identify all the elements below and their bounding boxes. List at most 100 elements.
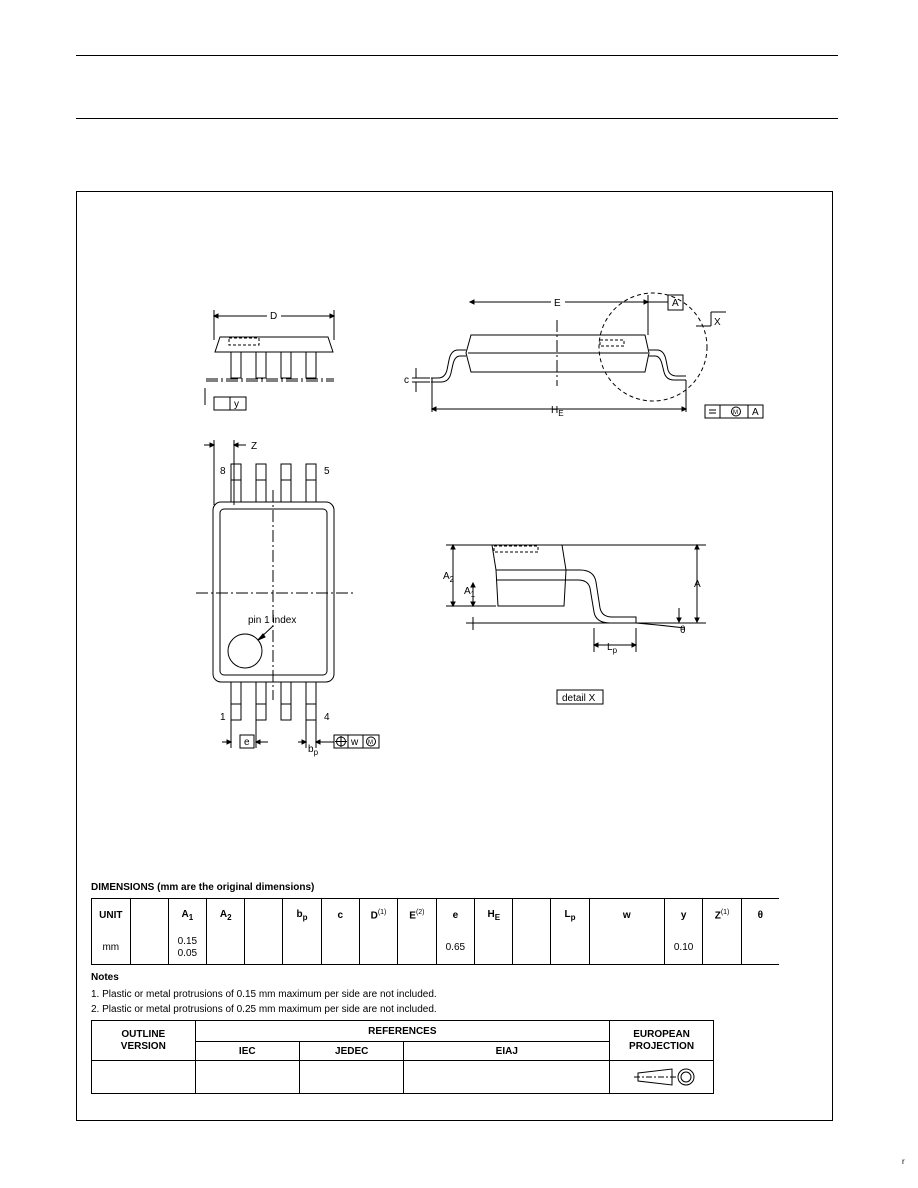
notes-title: Notes	[91, 972, 119, 983]
dim-header-sub: E	[494, 913, 501, 922]
dim-header-13: w	[588, 898, 665, 932]
label-c: c	[404, 375, 409, 386]
label-d: D	[270, 311, 277, 322]
label-bp: bp	[308, 744, 319, 757]
dim-header-main: w	[622, 910, 631, 921]
dim-header-11	[512, 898, 552, 932]
label-theta: θ	[680, 625, 686, 636]
dim-header-15: Z(1)	[702, 898, 742, 932]
dim-value-9: 0.65	[435, 932, 476, 965]
corner-mark: r	[902, 1157, 905, 1166]
front-view-e	[412, 292, 764, 419]
dim-header-14: y	[663, 898, 704, 932]
label-pin5: 5	[324, 466, 330, 477]
dim-header-6: c	[320, 898, 360, 932]
dim-header-main: θ	[757, 910, 764, 921]
dim-header-main: E	[409, 910, 416, 922]
label-e: E	[554, 298, 561, 309]
dim-header-sup: (1)	[720, 909, 730, 917]
label-he: HE	[551, 405, 564, 418]
dim-header-main: H	[487, 909, 495, 920]
label-m-front: M	[733, 410, 738, 416]
top-view	[196, 440, 380, 749]
dim-value-1	[129, 932, 169, 965]
label-z: Z	[251, 441, 257, 452]
dim-header-12: Lp	[550, 898, 590, 932]
dim-header-sub: 1	[188, 913, 194, 922]
dim-value-8	[397, 932, 437, 965]
note-2: 2. Plastic or metal protrusions of 0.25 …	[91, 1004, 437, 1015]
dim-header-sub: p	[302, 913, 308, 922]
jedec-cell	[298, 1060, 405, 1094]
label-a-box: A	[672, 298, 679, 309]
dim-header-16: θ	[740, 898, 779, 932]
label-m-top: M	[368, 740, 373, 746]
label-a1: A1	[464, 586, 476, 599]
dim-header-4	[244, 898, 284, 932]
dim-header-9: e	[435, 898, 476, 932]
dim-value-10	[474, 932, 514, 965]
dim-header-main: Z	[714, 910, 721, 922]
dim-value-2: 0.15 0.05	[167, 932, 208, 965]
label-a2: A2	[443, 571, 455, 584]
label-y: y	[234, 399, 239, 410]
label-w: w	[350, 737, 359, 748]
dim-value-7	[358, 932, 399, 965]
dim-header-0: UNIT	[91, 898, 131, 932]
references-header: REFERENCES	[194, 1020, 611, 1042]
dim-value-4	[244, 932, 284, 965]
header-rule	[76, 118, 838, 119]
side-view-d	[204, 310, 336, 411]
dim-header-sub: 2	[227, 913, 232, 922]
dimensions-title: DIMENSIONS (mm are the original dimensio…	[91, 882, 315, 893]
iec-cell	[194, 1060, 300, 1094]
dim-value-14: 0.10	[663, 932, 704, 965]
label-detail-x: detail X	[562, 693, 596, 704]
top-rule	[76, 55, 838, 56]
outline-version-cell	[91, 1060, 196, 1094]
dim-header-main: b	[296, 909, 303, 920]
european-projection-header: EUROPEAN PROJECTION	[609, 1020, 714, 1061]
projection-symbol-cell	[609, 1060, 714, 1094]
note-1: 1. Plastic or metal protrusions of 0.15 …	[91, 989, 437, 1000]
projection-symbol-icon	[633, 1068, 695, 1086]
dim-value-0: mm	[91, 932, 131, 965]
detail-x-view	[446, 543, 706, 705]
dim-header-sub: p	[570, 913, 576, 922]
dim-value-13	[588, 932, 665, 965]
dim-header-1	[129, 898, 169, 932]
dim-value-16	[740, 932, 779, 965]
dim-value-15	[702, 932, 742, 965]
label-pin4: 4	[324, 712, 330, 723]
dim-header-main: L	[564, 909, 571, 920]
dim-value-3	[206, 932, 246, 965]
references-table: OUTLINE VERSION REFERENCES EUROPEAN PROJ…	[91, 1020, 714, 1094]
dim-header-main: c	[337, 910, 343, 921]
dim-header-main: A	[181, 909, 189, 920]
dim-header-main: y	[680, 910, 687, 921]
label-pin8: 8	[220, 466, 226, 477]
eiaj-cell	[403, 1060, 611, 1094]
dim-header-10: HE	[474, 898, 514, 932]
package-drawing: D E A X c HE y A M Z 8 5 pin 1 index 1 4…	[196, 292, 764, 757]
dimensions-value-row: mm 0.15 0.05 0.65 0.10	[91, 932, 779, 965]
dim-header-8: E(2)	[397, 898, 437, 932]
dim-value-5	[282, 932, 322, 965]
label-e-pitch: e	[244, 737, 250, 748]
dim-header-sup: (2)	[415, 909, 425, 917]
eiaj-header: EIAJ	[403, 1041, 611, 1061]
label-pin-index: pin 1 index	[248, 615, 296, 626]
dim-header-2: A1	[167, 898, 208, 932]
dim-header-main: e	[452, 910, 459, 921]
label-lp: Lp	[607, 642, 618, 655]
label-a-right: A	[694, 579, 701, 590]
dim-header-5: bp	[282, 898, 322, 932]
outline-version-header: OUTLINE VERSION	[91, 1020, 196, 1061]
label-tol-a: A	[752, 407, 759, 418]
iec-header: IEC	[194, 1041, 300, 1061]
dim-header-main: UNIT	[99, 910, 123, 921]
label-pin1: 1	[220, 712, 226, 723]
dim-value-11	[512, 932, 552, 965]
